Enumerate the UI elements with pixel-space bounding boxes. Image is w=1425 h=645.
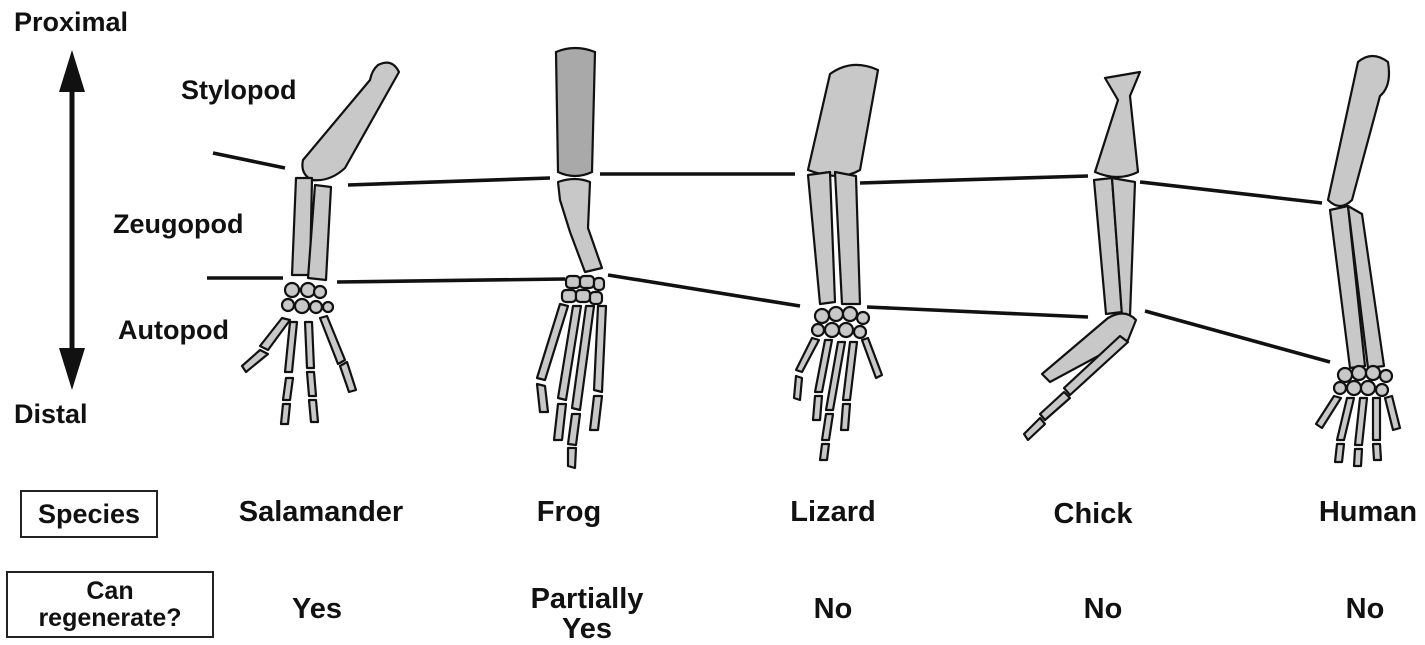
answer-human: No <box>1255 594 1425 624</box>
answer-lizard: No <box>723 594 943 624</box>
answer-chick: No <box>993 594 1213 624</box>
stylopod-label: Stylopod <box>181 76 297 104</box>
answer-frog: Partially Yes <box>477 584 697 645</box>
distal-label: Distal <box>14 400 88 428</box>
lizard-limb-skeleton <box>794 65 882 460</box>
species-name-salamander: Salamander <box>211 497 431 527</box>
species-header-box: Species <box>20 490 158 538</box>
chick-limb-skeleton <box>1024 72 1140 440</box>
human-limb-skeleton <box>1316 56 1400 466</box>
regenerate-header-box: Can regenerate? <box>6 571 214 638</box>
species-name-frog: Frog <box>459 497 679 527</box>
species-name-human: Human <box>1258 497 1425 527</box>
stylopod-zeugopod-boundary-line <box>213 153 1322 203</box>
zeugopod-label: Zeugopod <box>113 210 243 238</box>
regenerate-header-line1: Can <box>38 578 181 604</box>
frog-limb-skeleton <box>537 48 606 468</box>
proximal-label: Proximal <box>14 8 128 36</box>
species-header-text: Species <box>38 499 140 530</box>
regenerate-header-line2: regenerate? <box>38 605 181 631</box>
answer-salamander: Yes <box>207 594 427 624</box>
proximal-distal-arrow <box>59 50 85 390</box>
salamander-limb-skeleton <box>242 63 399 424</box>
species-name-lizard: Lizard <box>723 497 943 527</box>
autopod-label: Autopod <box>118 316 229 344</box>
zeugopod-autopod-boundary-line <box>207 275 1330 362</box>
species-name-chick: Chick <box>983 499 1203 529</box>
